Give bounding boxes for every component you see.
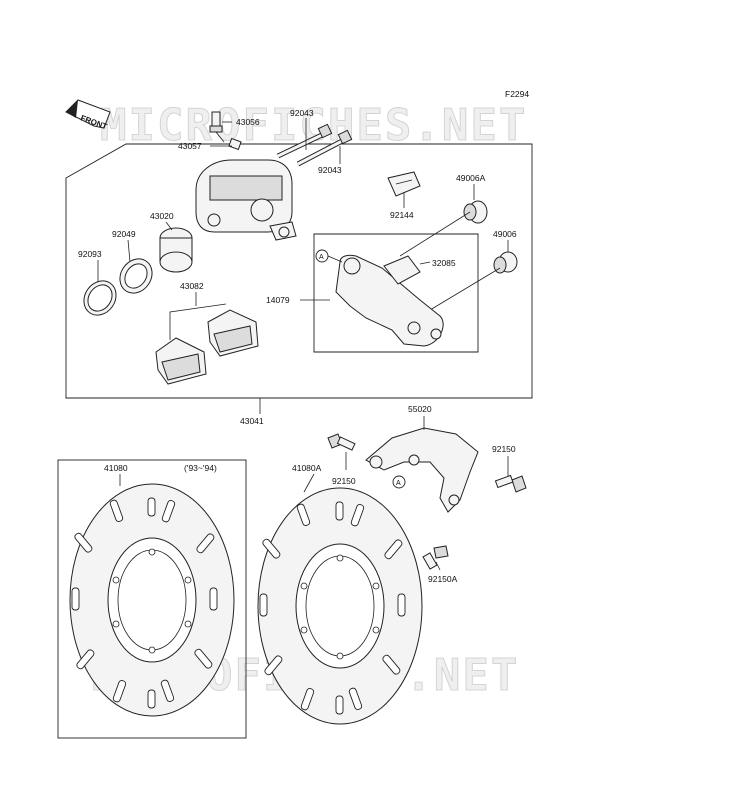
brake-disc-41080 [69, 483, 235, 717]
label-49006: 49006 [493, 229, 517, 239]
callout-a-lower-letter: A [396, 480, 401, 487]
leader-lines [97, 118, 509, 571]
label-43056: 43056 [236, 117, 260, 127]
label-92043-upper: 92043 [290, 108, 314, 118]
bleeder-valve [209, 111, 225, 143]
bleeder-cap [228, 137, 242, 151]
callout-a-lower: A [392, 475, 406, 489]
label-92150A: 92150A [428, 574, 458, 584]
brake-pad-rear [207, 309, 259, 357]
label-92049: 92049 [112, 229, 136, 239]
label-43041: 43041 [240, 416, 264, 426]
label-year-note: ('93~'94) [184, 463, 217, 473]
label-49006A: 49006A [456, 173, 486, 183]
bolt-right [494, 474, 527, 493]
dust-seal [83, 280, 117, 316]
label-55020: 55020 [408, 404, 432, 414]
caliper-pin-upper [276, 123, 333, 159]
part-labels: 43056 43057 92043 92043 92144 49006A 490… [78, 108, 517, 584]
caliper-pin-lower [296, 129, 353, 167]
callout-a-upper: A [315, 249, 343, 263]
label-14079: 14079 [266, 295, 290, 305]
pin-boot-lower [493, 251, 518, 274]
label-92043-lower: 92043 [318, 165, 342, 175]
bracket-sub-frame [313, 233, 479, 353]
bolt-disc [422, 545, 449, 570]
pin-boot-upper [463, 200, 488, 224]
pad-spring-bracket [383, 255, 421, 285]
diagram-code: F2294 [505, 89, 529, 99]
pad-spring [387, 171, 421, 197]
front-arrow-icon: FRONT [65, 99, 111, 131]
brake-pad-front [155, 337, 207, 385]
label-92150-left: 92150 [332, 476, 356, 486]
label-41080: 41080 [104, 463, 128, 473]
disc-frame [57, 459, 247, 739]
label-43020: 43020 [150, 211, 174, 221]
label-92144: 92144 [390, 210, 414, 220]
label-43057: 43057 [178, 141, 202, 151]
label-92150-right: 92150 [492, 444, 516, 454]
piston [159, 227, 193, 273]
pads-bracket-line [169, 303, 227, 340]
label-92093: 92093 [78, 249, 102, 259]
caliper-bracket [335, 254, 444, 347]
caliper-assembly-frame [65, 143, 533, 399]
label-32085: 32085 [432, 258, 456, 268]
piston-seal [119, 258, 153, 294]
label-41080A: 41080A [292, 463, 322, 473]
callout-a-upper-letter: A [319, 254, 324, 261]
caliper-body [195, 159, 297, 241]
bolt-left [327, 433, 356, 451]
caliper-holder [365, 427, 479, 513]
brake-disc-41080A [257, 487, 423, 725]
label-43082: 43082 [180, 281, 204, 291]
watermark-top: MICROFICHES.NET [100, 100, 527, 151]
